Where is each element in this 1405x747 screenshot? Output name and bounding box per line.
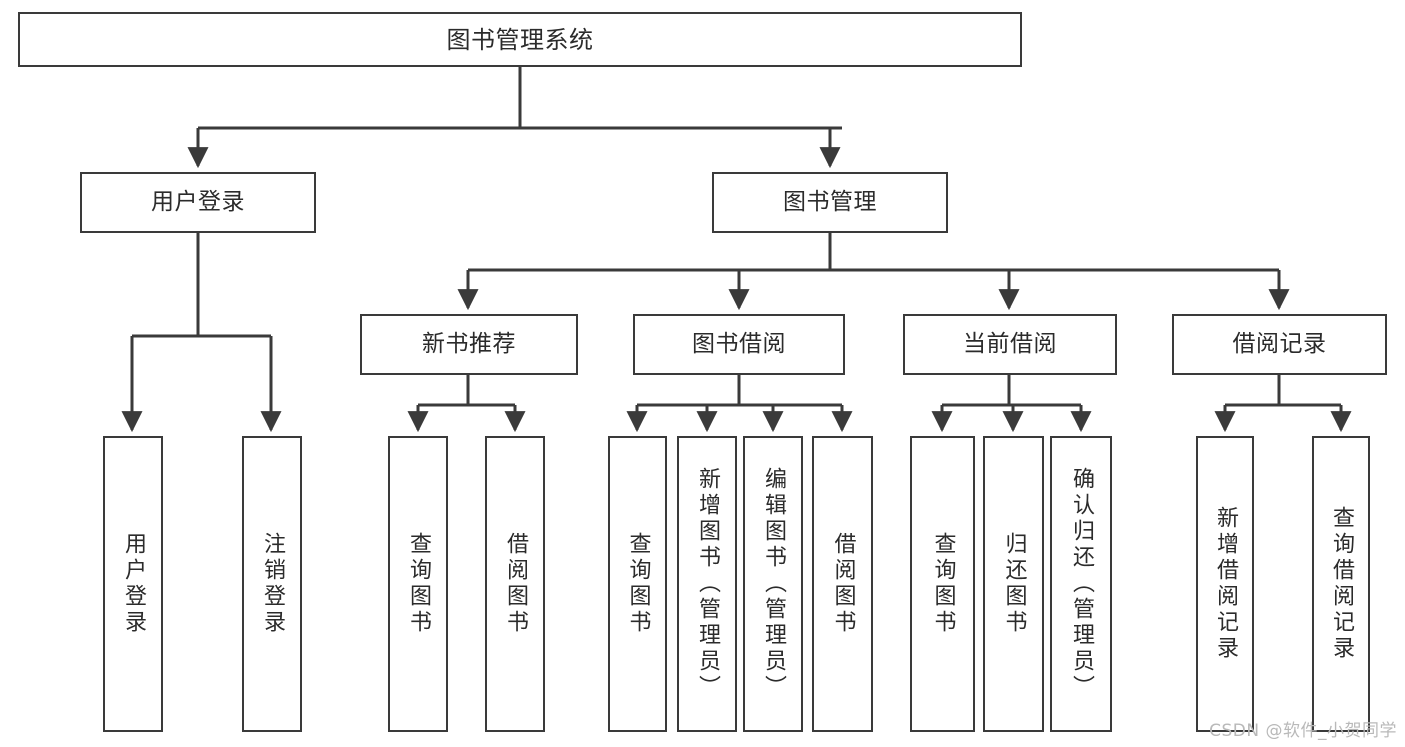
node-current-borrow[interactable]: 当前借阅 [903, 314, 1117, 375]
node-label: 查询图书 [930, 532, 956, 636]
node-label: 图书管理 [783, 189, 877, 216]
leaf-add-book-admin[interactable]: 新增图书（管理员） [677, 436, 737, 732]
node-label: 借阅记录 [1232, 331, 1327, 358]
leaf-return-book[interactable]: 归还图书 [983, 436, 1044, 732]
node-user-login[interactable]: 用户登录 [80, 172, 316, 233]
leaf-user-logout[interactable]: 注销登录 [242, 436, 302, 732]
node-label: 用户登录 [121, 532, 146, 636]
leaf-confirm-return-admin[interactable]: 确认归还（管理员） [1050, 436, 1112, 732]
node-label: 借阅图书 [830, 532, 856, 636]
leaf-query-borrow-record[interactable]: 查询借阅记录 [1312, 436, 1370, 732]
leaf-query-book-new[interactable]: 查询图书 [388, 436, 448, 732]
node-label: 借阅图书 [503, 532, 528, 636]
leaf-add-borrow-record[interactable]: 新增借阅记录 [1196, 436, 1254, 732]
node-label: 查询图书 [625, 532, 651, 636]
node-label: 新增借阅记录 [1213, 506, 1238, 662]
leaf-borrow-book-new[interactable]: 借阅图书 [485, 436, 545, 732]
node-book-management[interactable]: 图书管理 [712, 172, 948, 233]
node-label: 注销登录 [260, 532, 285, 636]
node-new-book-recommend[interactable]: 新书推荐 [360, 314, 578, 375]
node-label: 图书管理系统 [446, 25, 594, 54]
node-book-borrow[interactable]: 图书借阅 [633, 314, 845, 375]
leaf-query-book-current[interactable]: 查询图书 [910, 436, 975, 732]
node-label: 用户登录 [151, 189, 245, 216]
node-label: 确认归还（管理员） [1069, 467, 1094, 701]
node-label: 新书推荐 [422, 331, 516, 358]
node-borrow-record[interactable]: 借阅记录 [1172, 314, 1387, 375]
node-root-system[interactable]: 图书管理系统 [18, 12, 1022, 67]
node-label: 查询借阅记录 [1329, 506, 1354, 662]
node-label: 当前借阅 [963, 331, 1057, 358]
leaf-edit-book-admin[interactable]: 编辑图书（管理员） [743, 436, 803, 732]
leaf-borrow-book[interactable]: 借阅图书 [812, 436, 873, 732]
node-label: 新增图书（管理员） [695, 467, 720, 701]
node-label: 归还图书 [1001, 532, 1027, 636]
node-label: 查询图书 [406, 532, 431, 636]
node-label: 图书借阅 [692, 331, 786, 358]
csdn-watermark: CSDN @软件_小贺同学 [1209, 721, 1397, 741]
node-label: 编辑图书（管理员） [761, 467, 786, 701]
leaf-query-book-borrow[interactable]: 查询图书 [608, 436, 667, 732]
leaf-user-login[interactable]: 用户登录 [103, 436, 163, 732]
